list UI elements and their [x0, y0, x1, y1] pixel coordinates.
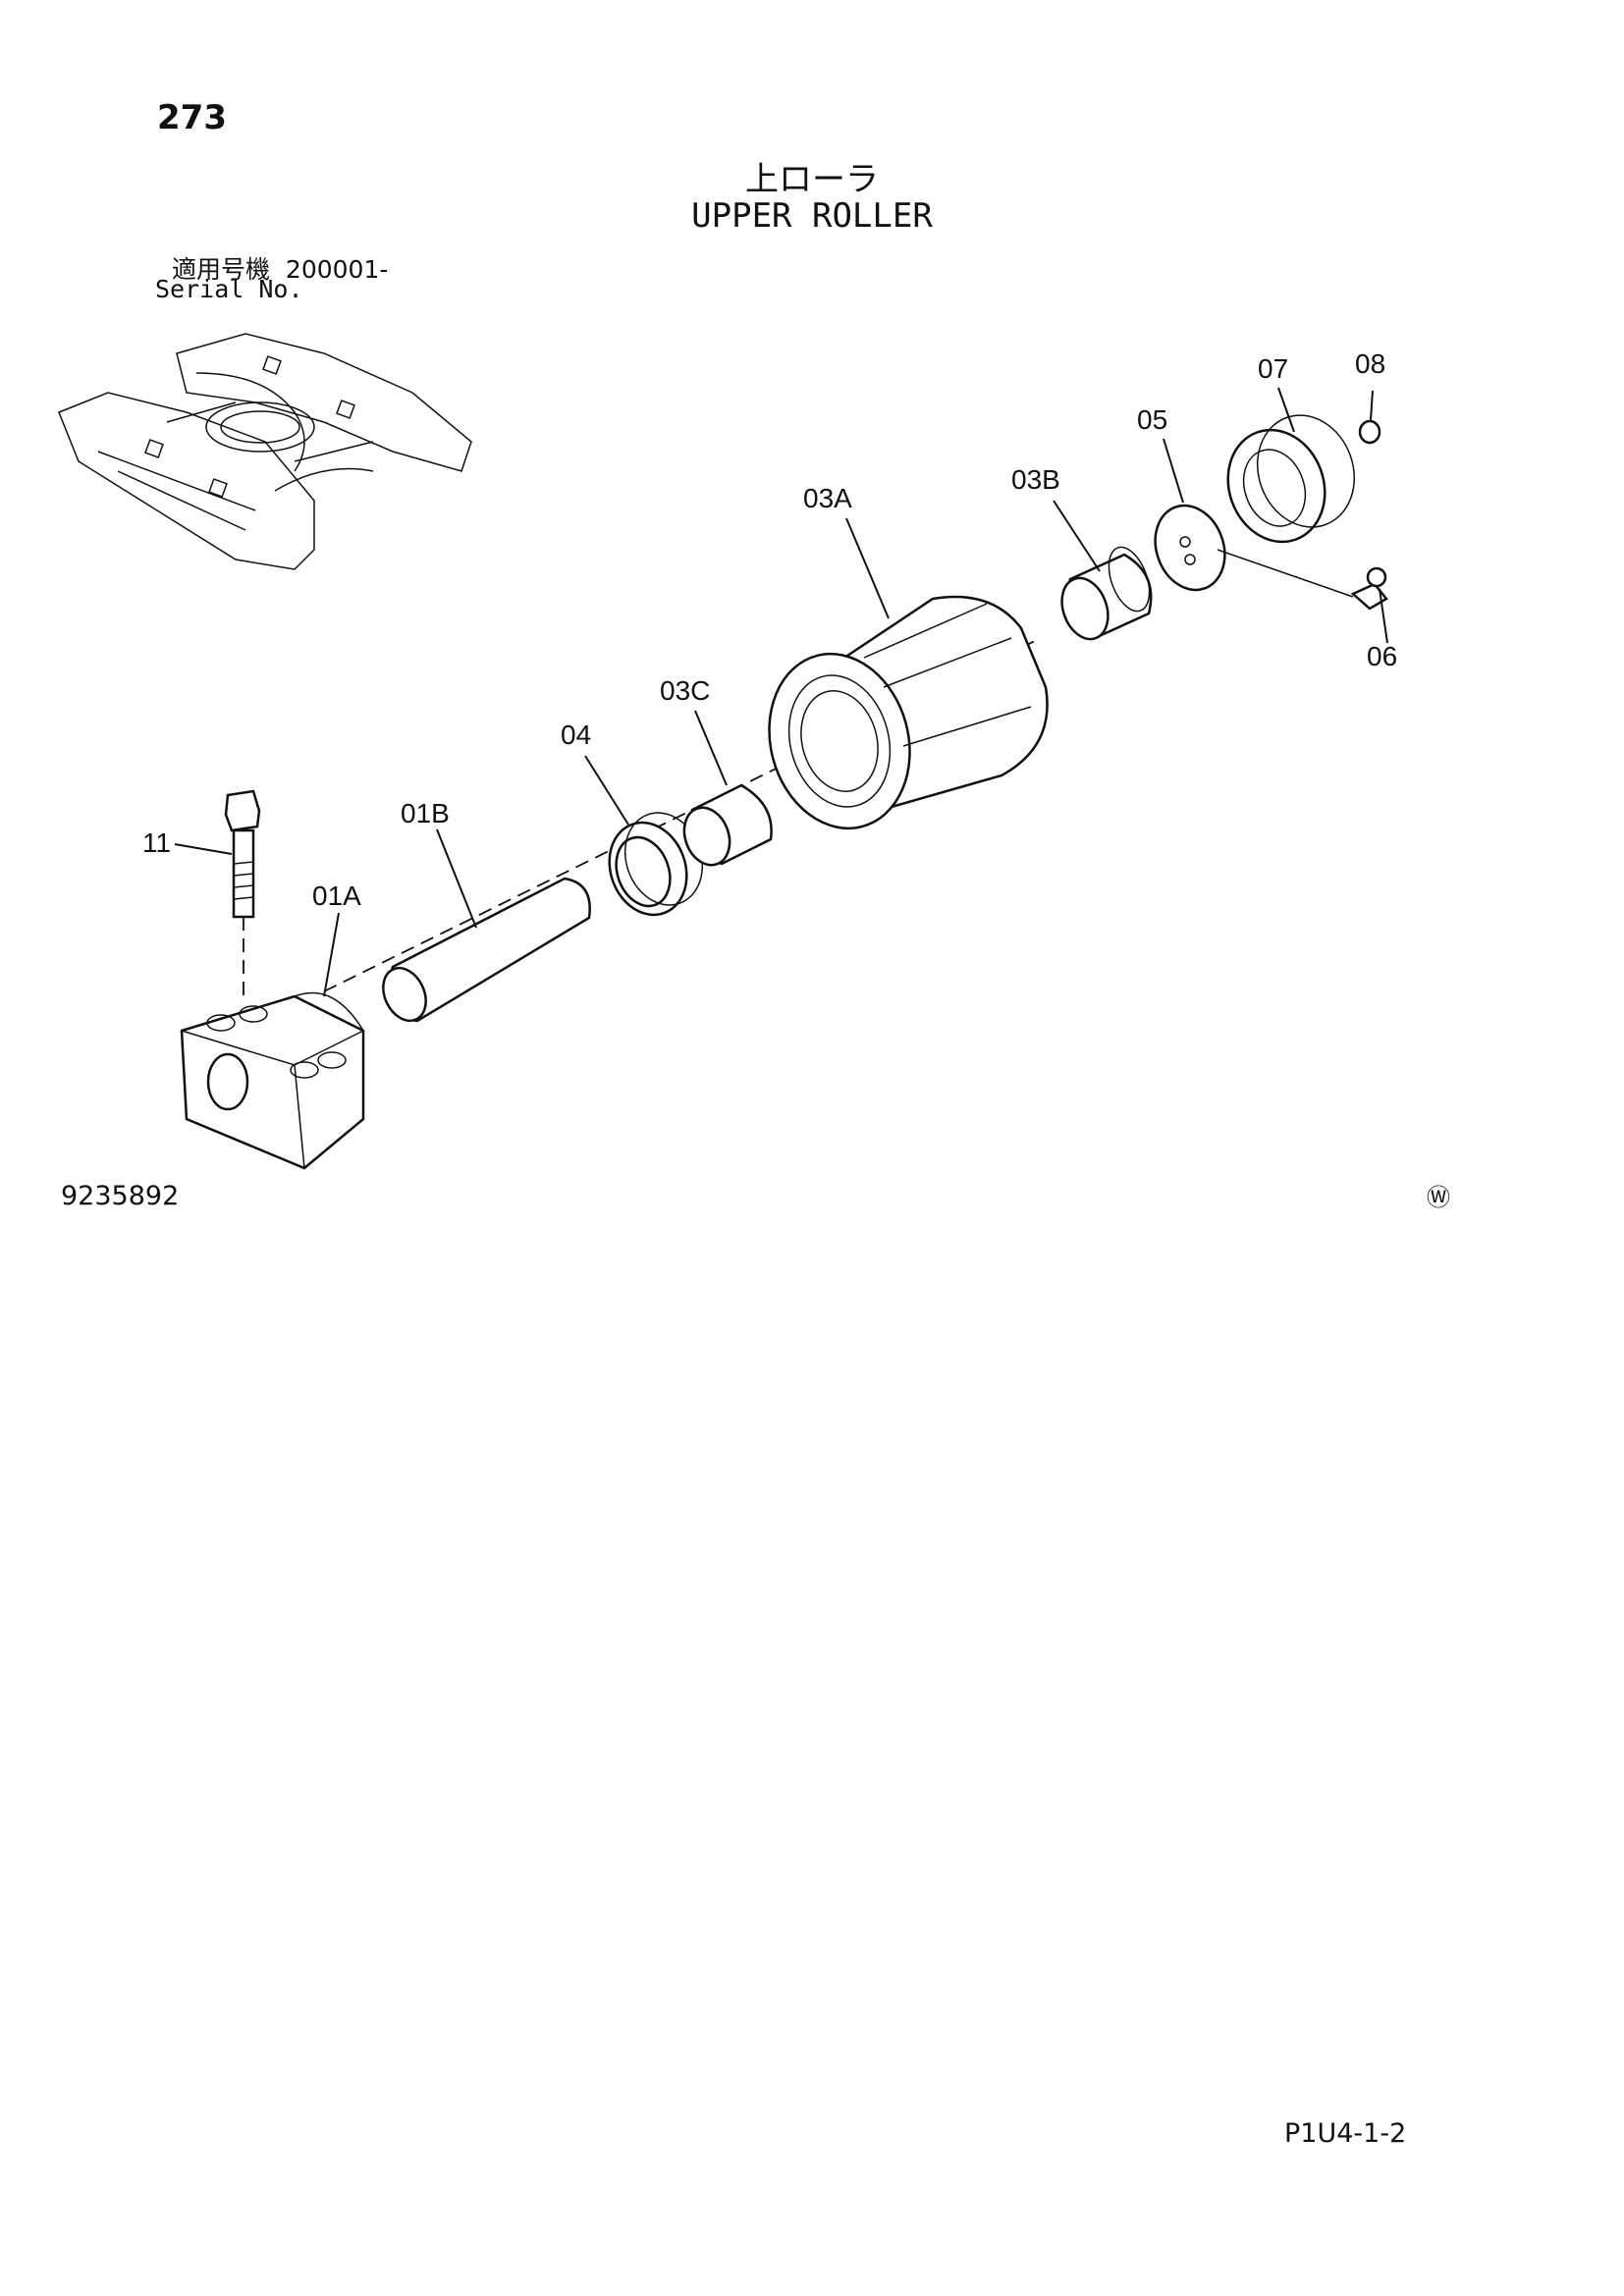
title-english: UPPER ROLLER [691, 196, 933, 236]
callout-08: 08 [1355, 348, 1385, 379]
serial-value: 200001- [285, 255, 389, 284]
part-06-screw [1217, 549, 1388, 611]
serial-label-jp-text: 適用号機 [172, 255, 271, 284]
callout-03b: 03B [1011, 464, 1060, 495]
callout-11: 11 [142, 828, 171, 858]
page-number: 273 [157, 98, 227, 137]
title-japanese: 上ローラ [745, 160, 879, 199]
callout-06: 06 [1367, 641, 1397, 671]
callout-04: 04 [561, 720, 591, 750]
part-03a-roller [768, 595, 1049, 830]
drawing-number: 9235892 [61, 1181, 180, 1211]
watermark-symbol: Ⓦ [1427, 1184, 1450, 1211]
part-03b-flanged-bushing [1060, 546, 1153, 641]
assembly-axis-line [323, 637, 1042, 992]
serial-label-english: Serial No. [155, 275, 303, 303]
page-code: P1U4-1-2 [1284, 2118, 1407, 2149]
callout-05: 05 [1137, 404, 1167, 435]
serial-label-japanese: 適用号機 200001- [172, 250, 388, 286]
part-03c-bushing [682, 783, 773, 867]
callout-03a: 03A [803, 483, 852, 513]
callout-01a: 01A [312, 881, 361, 911]
part-07-cover [1226, 414, 1356, 544]
part-01b-pin [382, 877, 591, 1023]
track-frame-thumbnail [58, 333, 472, 570]
part-11-bolt [224, 789, 261, 1001]
callout-07: 07 [1258, 353, 1288, 384]
part-08-plug [1358, 419, 1381, 445]
part-01a-bracket [180, 991, 365, 1170]
callout-03c: 03C [660, 675, 710, 706]
leader-lines [174, 387, 1388, 997]
part-05-plate [1154, 504, 1226, 592]
callout-01b: 01B [401, 798, 450, 828]
